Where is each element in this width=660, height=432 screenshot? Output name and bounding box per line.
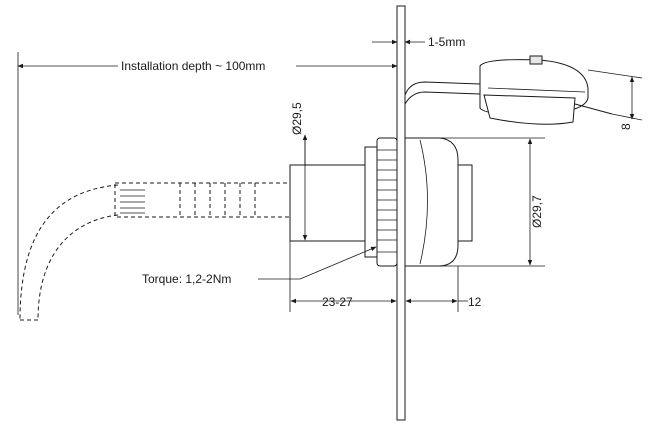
dashed-plug	[114, 182, 291, 218]
front-length-label: 12	[468, 295, 482, 309]
body-length-label: 23-27	[322, 295, 353, 309]
dim-body-length: 23-27	[289, 241, 397, 312]
dim-diameter-inner: Ø29,5	[290, 102, 318, 242]
torque-label: Torque: 1,2-2Nm	[142, 272, 231, 286]
dim-panel-thickness: 1-5mm	[372, 35, 465, 49]
socket-body	[289, 164, 366, 242]
mounting-panel	[396, 5, 406, 421]
dashed-cable	[19, 184, 119, 321]
cap-height-label: 8	[619, 123, 633, 130]
dim-diameter-outer: Ø29,7	[440, 137, 545, 267]
diameter-outer-label: Ø29,7	[530, 195, 544, 228]
diameter-inner-label: Ø29,5	[290, 102, 304, 135]
dust-cap	[404, 55, 613, 125]
knurled-nut	[364, 137, 398, 267]
dim-cap-height: 8	[587, 69, 643, 130]
installation-depth-label: Installation depth ~ 100mm	[121, 59, 265, 73]
front-housing	[404, 137, 473, 267]
dim-installation-depth: Installation depth ~ 100mm	[17, 52, 398, 315]
panel-thickness-label: 1-5mm	[428, 35, 465, 49]
dim-front-length: 12	[405, 266, 482, 312]
torque-callout: Torque: 1,2-2Nm	[142, 246, 377, 286]
